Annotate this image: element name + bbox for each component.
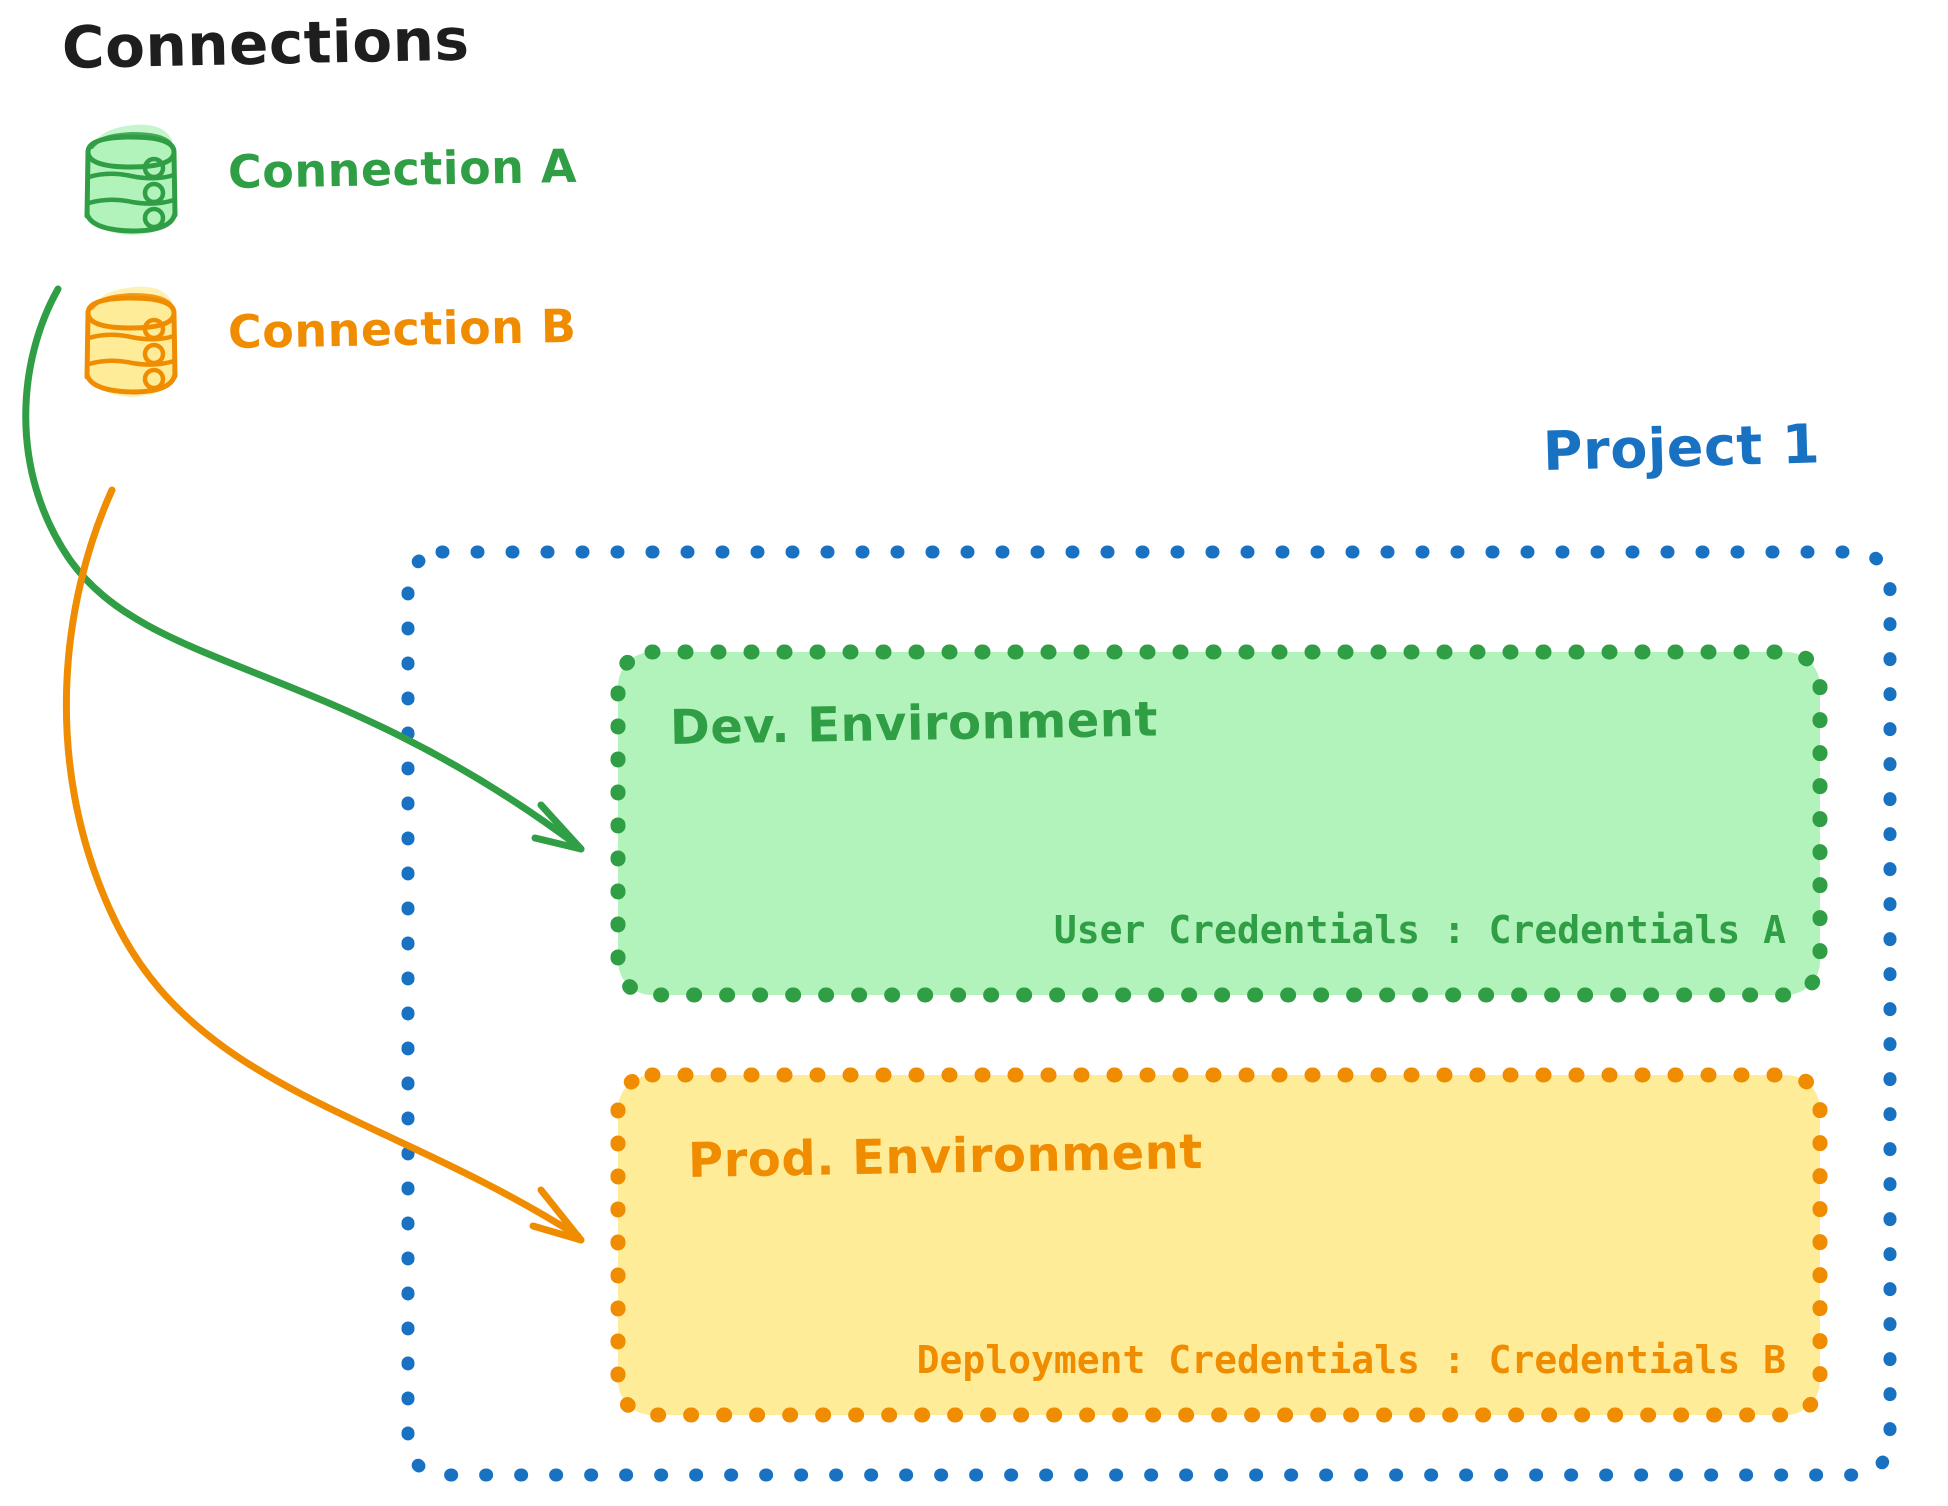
connection-b-label[interactable]: Connection B <box>227 298 577 359</box>
cylinder-indicator-dot <box>142 206 166 230</box>
dev-environment-credentials: User Credentials : Credentials A <box>1053 908 1786 952</box>
prod-environment-title: Prod. Environment <box>687 1124 1204 1189</box>
connection-a-label[interactable]: Connection A <box>227 138 578 199</box>
database-cylinder-icon-connection-a[interactable] <box>84 124 178 235</box>
cylinder-indicator-dot <box>142 342 166 366</box>
dev-environment-box-fill[interactable] <box>618 652 1820 995</box>
prod-environment-box-outline <box>610 1067 1828 1423</box>
database-cylinder-icon-connection-b[interactable] <box>84 286 178 397</box>
cylinder-indicator-dot <box>142 181 166 205</box>
dev-environment-title: Dev. Environment <box>669 691 1159 756</box>
project-label: Project 1 <box>1542 412 1821 483</box>
project-container-outline[interactable] <box>401 545 1897 1482</box>
arrow-connection-a-to-dev <box>22 285 585 853</box>
dev-environment-box-outline <box>610 644 1828 1003</box>
page-title: Connections <box>61 5 471 82</box>
prod-environment-box-fill[interactable] <box>618 1075 1820 1415</box>
cylinder-indicator-dot <box>142 317 166 341</box>
cylinder-indicator-dot <box>142 156 166 180</box>
cylinder-indicator-dot <box>142 367 166 391</box>
arrow-connection-b-to-prod <box>62 486 585 1244</box>
prod-environment-credentials: Deployment Credentials : Credentials B <box>916 1338 1786 1382</box>
